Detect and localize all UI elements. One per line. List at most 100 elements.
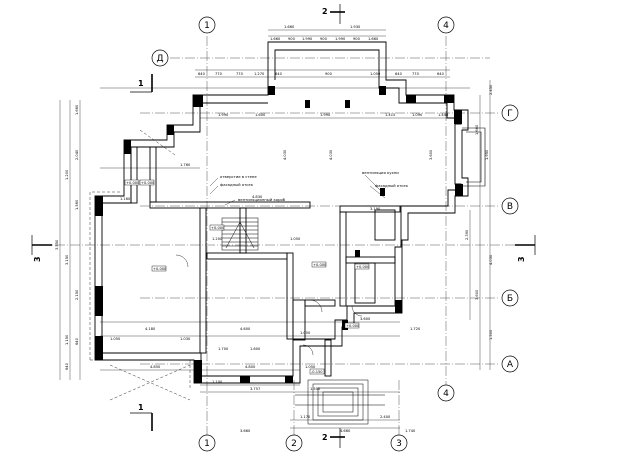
dim-top-2-3: 900	[320, 37, 328, 41]
dim-left-5: 2.150	[75, 289, 79, 300]
dim-bottom-3-1: 4.660	[340, 429, 351, 433]
dim-left-7: 3.550	[55, 239, 59, 250]
overhang-outlines	[89, 129, 191, 401]
dim-bottom-2-1: 4.800	[245, 365, 256, 369]
dim-bottom-2-0: 4.850	[150, 365, 161, 369]
dim-top-4-1: 1.600	[255, 113, 266, 117]
dim-top-3-3: 1.270	[254, 72, 265, 76]
dim-bottom-2-2: 1.050	[305, 365, 316, 369]
dim-top-4-3: 1.415	[385, 113, 395, 117]
note-kitchen-vent: вентиляция кухни	[362, 170, 399, 175]
dim-top-2-5: 900	[353, 37, 361, 41]
dim-left-1: 2.040	[75, 149, 79, 160]
axis-label-3-bottom: 3	[396, 439, 402, 449]
dim-mid-1-2: 4.830	[252, 195, 263, 199]
dim-right-0: 2.450	[489, 84, 493, 95]
dim-left-8: 1.150	[65, 334, 69, 345]
axis-bubble-labels: 1 4 1 2 3 4 Д Г В Б А	[156, 21, 513, 449]
room-level-tag-texts: +0.000 +0.000 +0.000 +0.000 +0.000 +0.00…	[126, 181, 370, 374]
section-label-2-bottom: 2	[322, 433, 328, 442]
dim-top-3-7: 640	[395, 72, 403, 76]
axis-label-4-bottom: 4	[443, 389, 449, 399]
dim-mid-3-0: 1.200	[212, 237, 223, 241]
axis-bubbles	[151, 16, 519, 452]
level-tag-3: +0.000	[211, 226, 225, 230]
dim-left-3: 1.560	[75, 199, 79, 210]
dim-lower-1-1: 4.600	[240, 327, 251, 331]
dim-top-2-0: 1.660	[270, 37, 281, 41]
dim-bottom-1-2: 1.550	[310, 387, 321, 391]
staircase	[221, 217, 259, 251]
interior-walls	[130, 146, 401, 377]
level-tag-5: +0.000	[356, 265, 370, 269]
dim-right-2: 1.660	[475, 124, 479, 135]
dim-left-0: 1.660	[75, 104, 79, 115]
dim-top-4-0: 1.990	[218, 113, 229, 117]
dim-top-3-5: 900	[325, 72, 333, 76]
dim-bottom-4-1: 2.400	[380, 415, 391, 419]
dim-bottom-4-0: 1.170	[300, 415, 311, 419]
dim-top-1-0: 1.660	[284, 25, 295, 29]
door-swings	[175, 254, 363, 356]
level-tag-6: +0.000	[346, 324, 360, 328]
dim-top-3-1: 770	[215, 72, 223, 76]
dim-bottom-1-1: 3.757	[250, 387, 260, 391]
dim-mid-1-1: 1.160	[120, 197, 131, 201]
level-tag-8: +0.000	[126, 181, 140, 185]
dimension-texts: 1.660 1.930 1.660 900 1.990 900 1.990 90…	[55, 25, 493, 433]
dim-top-1-1: 1.930	[350, 25, 361, 29]
axis-label-A: А	[507, 360, 514, 370]
dim-right-3: 4.030	[489, 254, 493, 265]
section-label-3-left: 3	[33, 256, 42, 262]
dim-top-2-4: 1.990	[335, 37, 346, 41]
dim-top-3-6: 1.050	[370, 72, 381, 76]
note-vent-box: вентиляционный короб	[238, 197, 286, 202]
section-label-1-top: 1	[138, 79, 144, 88]
section-label-1-bottom: 1	[138, 403, 144, 412]
dim-lower-2-1: 1.030	[180, 337, 191, 341]
dim-top-3-2: 770	[236, 72, 244, 76]
axis-label-1-top: 1	[204, 21, 210, 31]
bay-window	[462, 127, 486, 187]
dim-top-2-1: 900	[288, 37, 296, 41]
note-facade-bay-right: фасадный отсек	[375, 183, 409, 188]
level-tag-2: +0.000	[153, 267, 167, 271]
dim-mid-2-0: 4.030	[283, 149, 287, 160]
room-level-tags	[124, 179, 370, 375]
dim-mid-1-0: 1.760	[180, 163, 191, 167]
dim-right-4: 2.390	[465, 229, 469, 240]
dim-top-3-8: 770	[412, 72, 420, 76]
dim-lower-2-2: 1.700	[218, 347, 229, 351]
dim-mid-3-2: 3.190	[370, 207, 381, 211]
note-facade-bay-left: фасадный отсек	[220, 182, 254, 187]
section-label-3-right: 3	[517, 256, 526, 262]
dim-top-3-0: 640	[198, 72, 206, 76]
dim-top-4-4: 1.090	[412, 113, 423, 117]
dim-right-6: 1.500	[489, 329, 493, 340]
dimension-lines	[59, 29, 491, 429]
axis-label-G: Г	[507, 109, 513, 119]
dim-bottom-3-0: 3.660	[240, 429, 251, 433]
dim-mid-3-1: 1.050	[290, 237, 301, 241]
level-tag-4: +0.000	[313, 263, 327, 267]
section-markers	[31, 4, 536, 448]
dim-lower-1-0: 4.180	[145, 327, 156, 331]
dim-lower-2-3: 1.600	[250, 347, 261, 351]
dim-right-1: 1.950	[485, 149, 489, 160]
axis-label-4-top: 4	[443, 21, 449, 31]
dim-top-2-2: 1.990	[302, 37, 313, 41]
dim-top-2-6: 1.660	[368, 37, 379, 41]
dim-lower-2-0: 1.050	[110, 337, 121, 341]
level-tag-1: +0.000	[141, 181, 155, 185]
dim-lower-2-4: 1.050	[300, 331, 311, 335]
dim-mid-2-1: 4.030	[329, 149, 333, 160]
dim-top-4-5: 1.440	[438, 113, 449, 117]
dim-left-9: 640	[65, 362, 69, 370]
axis-label-2-bottom: 2	[291, 439, 297, 449]
dim-left-6: 640	[75, 337, 79, 345]
level-tag-7: -0.150	[311, 370, 323, 374]
dim-mid-2-2: 3.600	[429, 149, 433, 160]
dim-top-3-4: 640	[275, 72, 283, 76]
axis-label-V: В	[507, 202, 513, 212]
